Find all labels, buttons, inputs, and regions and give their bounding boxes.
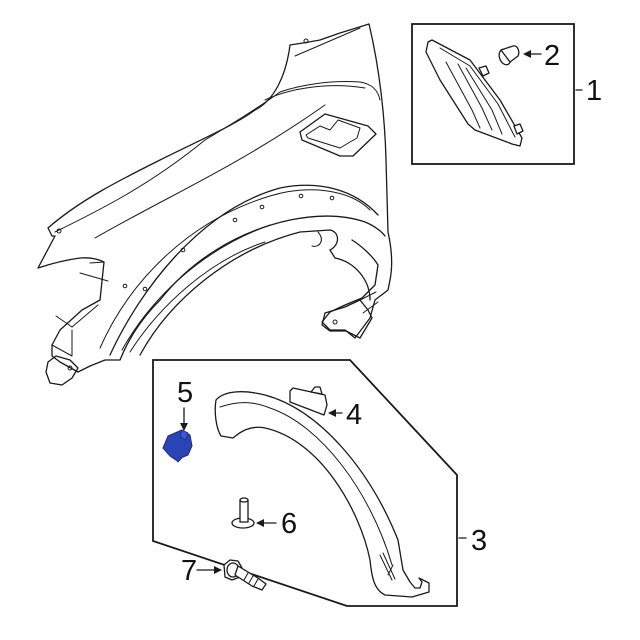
callout-2-label[interactable]: 2: [544, 40, 560, 72]
callout-4-arrowhead: [328, 409, 336, 417]
callout-3-label[interactable]: 3: [471, 525, 487, 557]
screw: 7: [181, 555, 267, 591]
callout-2-arrowhead: [523, 50, 531, 58]
callout-4-label[interactable]: 4: [346, 399, 362, 431]
group-3-box: [152, 359, 458, 607]
callout-7-label[interactable]: 7: [181, 555, 197, 587]
callout-5-label[interactable]: 5: [177, 377, 193, 409]
clip-highlighted[interactable]: [162, 429, 193, 463]
wheel-opening-molding: [214, 391, 430, 598]
callout-5-arrowhead: [180, 423, 188, 431]
wheel-opening-molding-group: 3 4 5: [152, 359, 487, 607]
push-pin: [231, 497, 255, 529]
retainer-plate: [289, 386, 328, 416]
side-marker-lamp-group: 1 2: [411, 23, 602, 165]
callout-6-label[interactable]: 6: [281, 508, 297, 540]
group-1-box: [411, 23, 575, 165]
fender-panel: [37, 23, 393, 386]
side-marker-lamp: [425, 39, 524, 147]
callout-1-label[interactable]: 1: [586, 75, 602, 107]
callout-6-arrowhead: [256, 519, 264, 527]
callout-7-arrowhead: [214, 566, 222, 574]
bulb: [498, 45, 520, 66]
